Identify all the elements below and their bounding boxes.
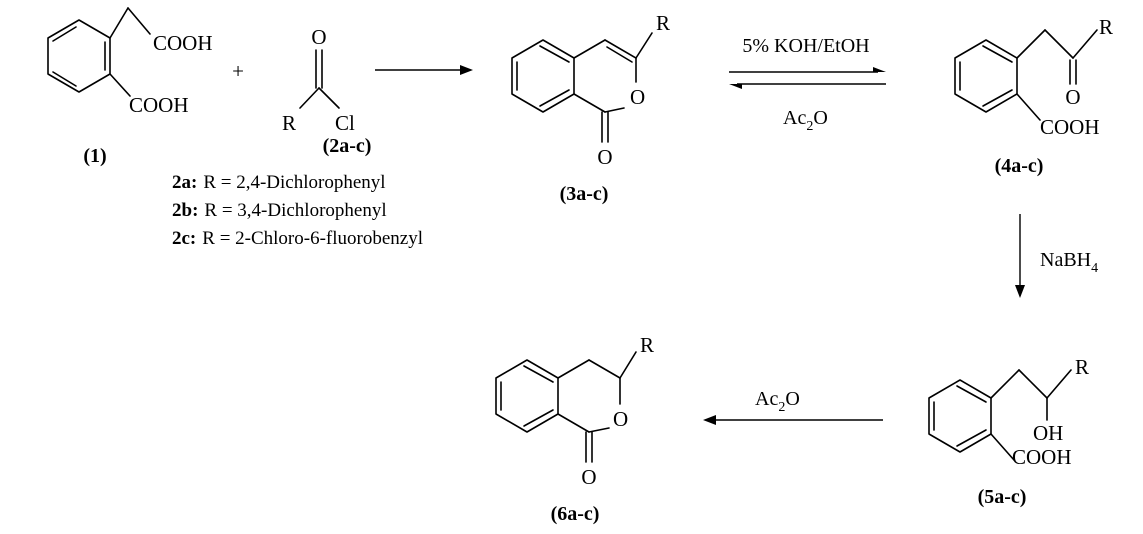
r-group-definition: 2b:R = 3,4-Dichlorophenyl (172, 200, 387, 221)
ketone-oxygen: O (1065, 85, 1080, 109)
plus-sign: + (232, 59, 244, 83)
reaction-arrow (375, 65, 473, 75)
compound-label-5: (5a-c) (978, 486, 1027, 508)
carbonyl-oxygen: O (597, 145, 612, 169)
reagent-sodium-borohydride: NaBH4 (1040, 249, 1098, 276)
compound-4: R O COOH (4a-c) (954, 15, 1113, 177)
chlorine-atom: Cl (335, 111, 355, 135)
r-group: R (282, 111, 296, 135)
cooh-group: COOH (1012, 445, 1072, 469)
hydroxyl-group: OH (1033, 421, 1063, 445)
compound-label-4: (4a-c) (995, 155, 1044, 177)
reaction-arrow: Ac2O (703, 388, 883, 425)
cooh-group: COOH (153, 31, 213, 55)
compound-label-1: (1) (83, 145, 106, 167)
ring-oxygen: O (613, 407, 628, 431)
r-group: R (640, 333, 654, 357)
benzene-ring (928, 379, 992, 453)
r-group-definition: 2c:R = 2-Chloro-6-fluorobenzyl (172, 228, 423, 249)
compound-label-3: (3a-c) (560, 183, 609, 205)
compound-2: O R Cl (2a-c) (282, 25, 371, 157)
benzene-ring (495, 359, 559, 433)
benzene-ring (954, 39, 1018, 113)
compound-1: COOH COOH (1) (47, 7, 213, 167)
r-group: R (1075, 355, 1089, 379)
carbonyl-oxygen: O (311, 25, 326, 49)
reaction-arrow: NaBH4 (1015, 214, 1098, 298)
reagent-acetic-anhydride: Ac2O (783, 107, 828, 134)
equilibrium-arrows: 5% KOH/EtOH Ac2O (729, 35, 886, 134)
compound-label-2: (2a-c) (323, 135, 372, 157)
reagent-koh-etoh: 5% KOH/EtOH (742, 35, 869, 57)
cooh-group: COOH (129, 93, 189, 117)
benzene-ring (511, 39, 575, 113)
r-group: R (1099, 15, 1113, 39)
carbonyl-oxygen: O (581, 465, 596, 489)
ring-oxygen: O (630, 85, 645, 109)
compound-3: R O O (3a-c) (511, 11, 670, 205)
r-group-definitions: 2a:R = 2,4-Dichlorophenyl 2b:R = 3,4-Dic… (172, 172, 423, 249)
compound-5: R OH COOH (5a-c) (928, 355, 1089, 508)
reagent-acetic-anhydride: Ac2O (755, 388, 800, 415)
compound-label-6: (6a-c) (551, 503, 600, 525)
compound-6: R O O (6a-c) (495, 333, 654, 525)
r-group: R (656, 11, 670, 35)
benzene-ring (47, 19, 111, 93)
r-group-definition: 2a:R = 2,4-Dichlorophenyl (172, 172, 386, 193)
cooh-group: COOH (1040, 115, 1100, 139)
